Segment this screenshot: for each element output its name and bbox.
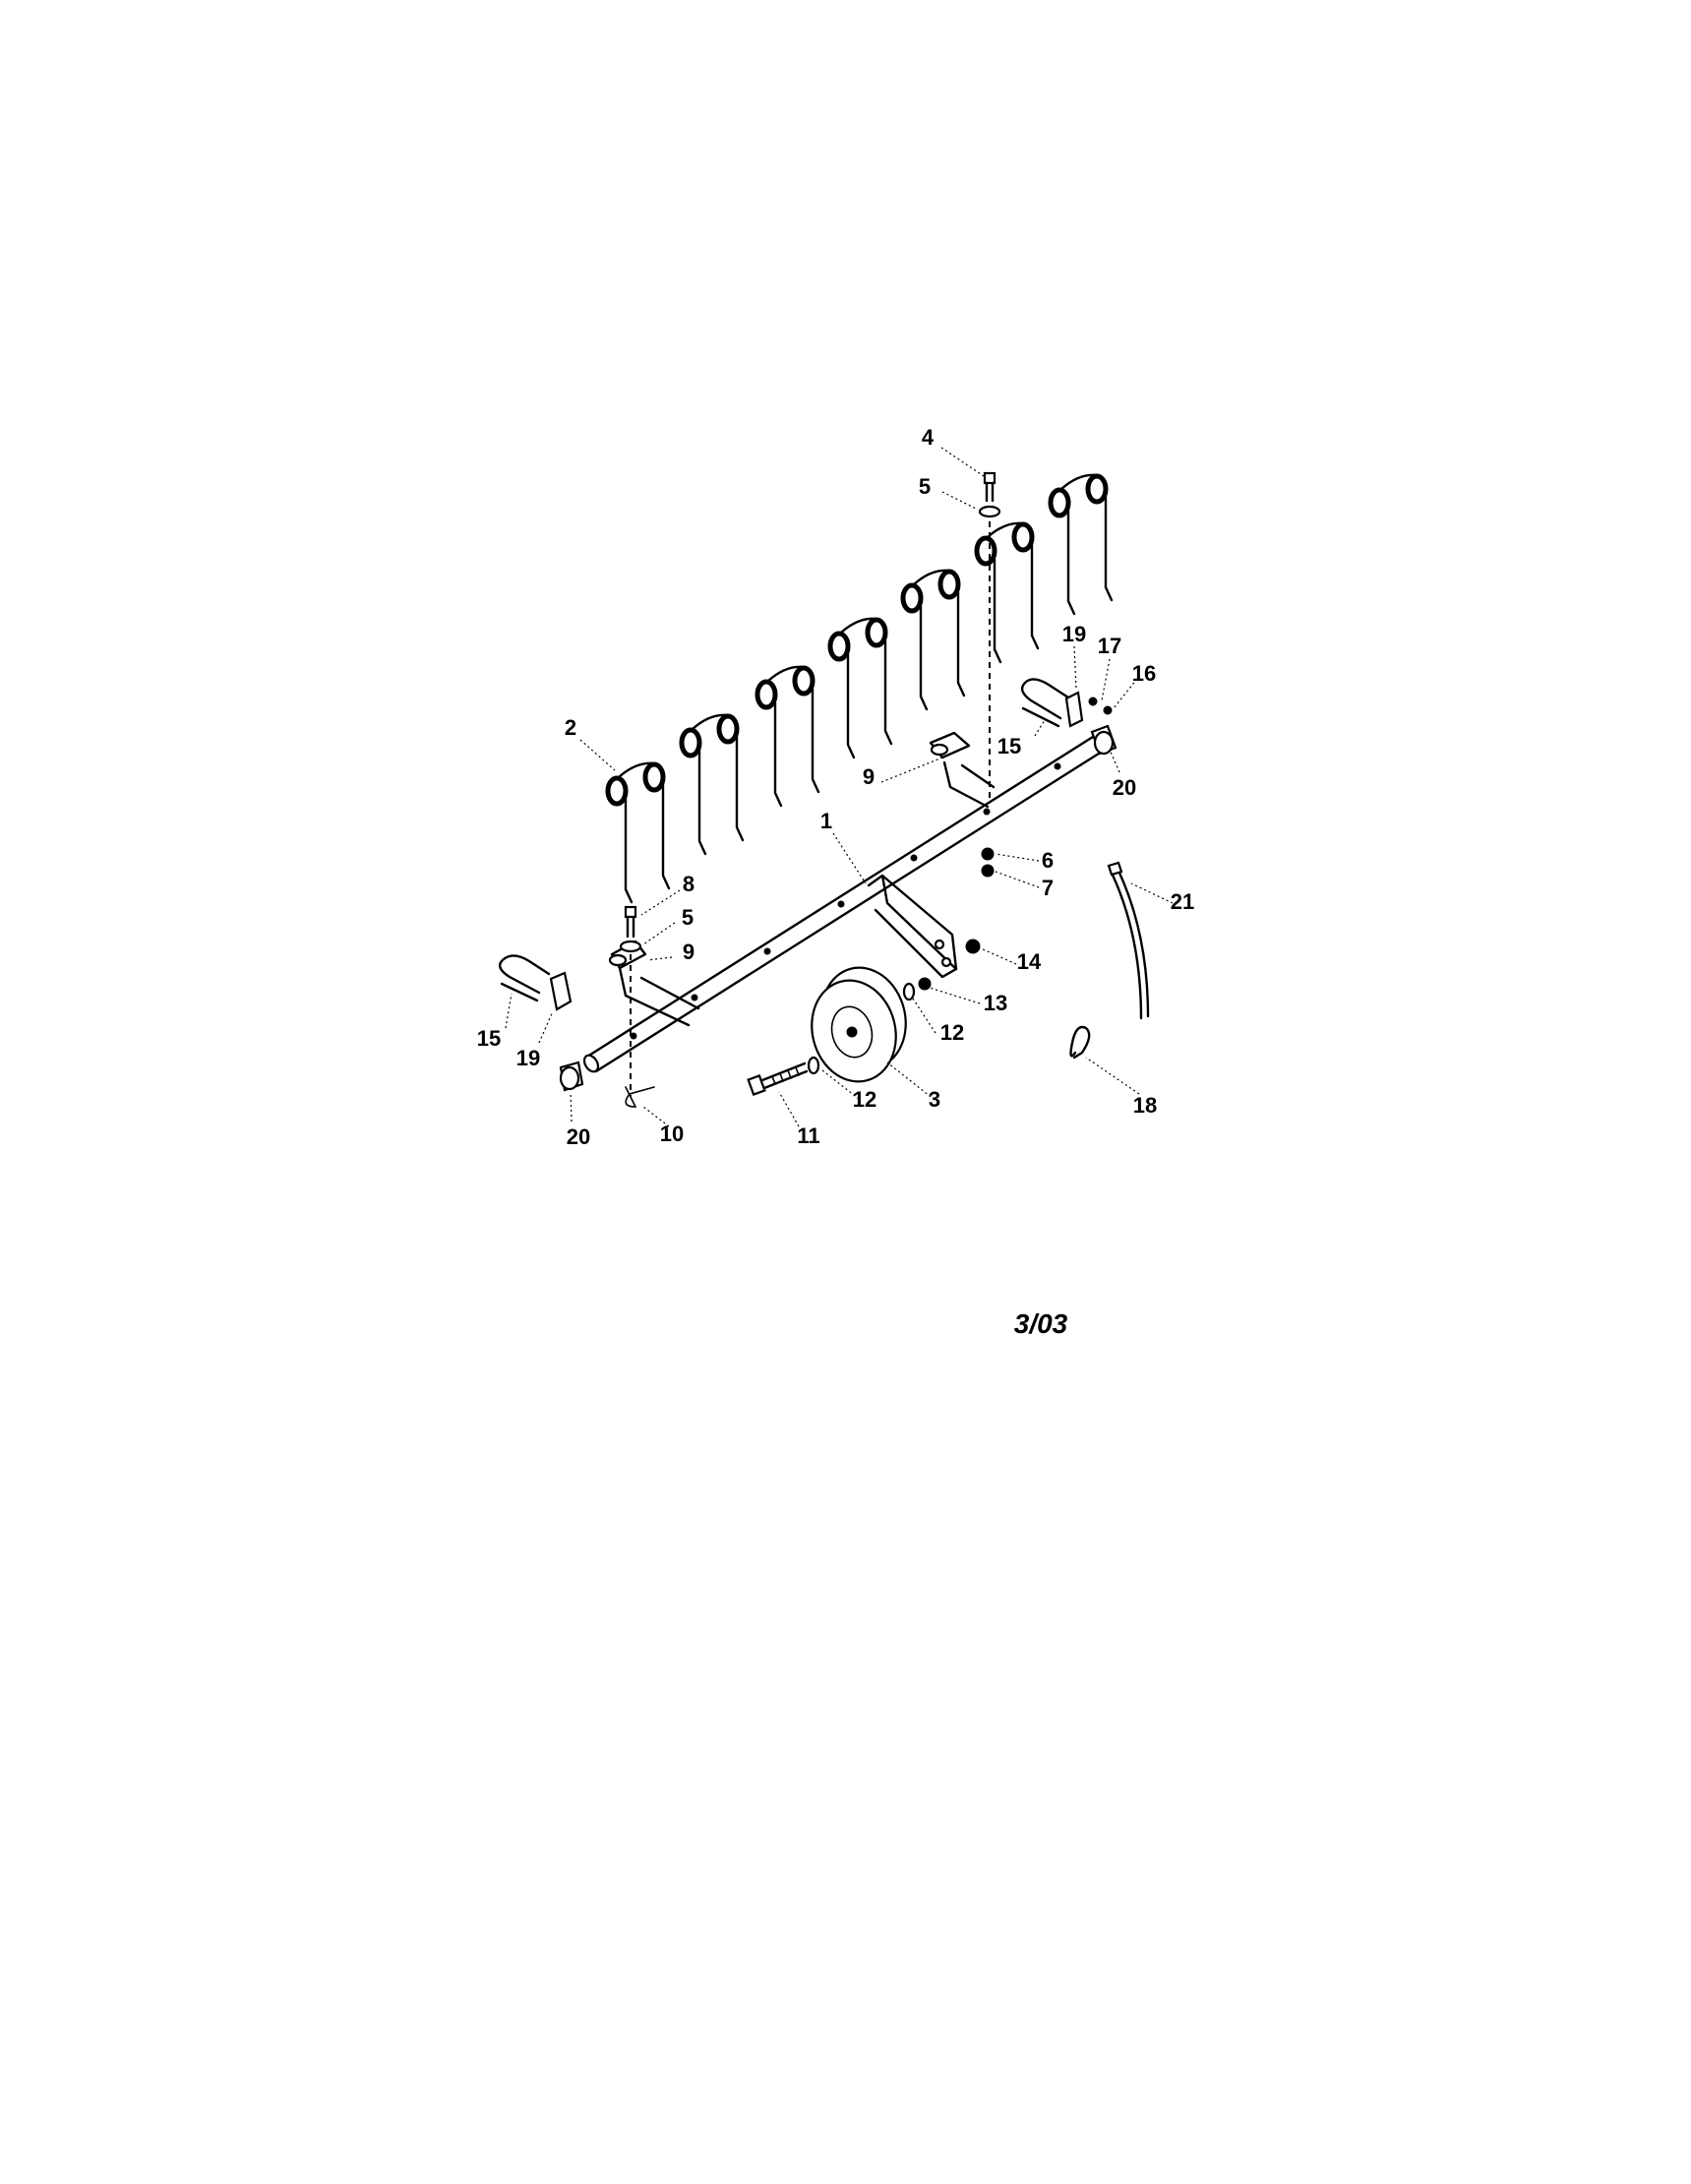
- callout-2: 2: [565, 715, 576, 740]
- callout-5: 5: [919, 474, 931, 499]
- wheel: [811, 966, 907, 1083]
- washer-left: [619, 940, 642, 953]
- bolt-left: [624, 905, 637, 939]
- washer: [902, 982, 916, 1001]
- spring-tine: [977, 523, 1038, 662]
- callout-4: 4: [922, 425, 935, 450]
- callout-14: 14: [1017, 949, 1042, 974]
- nut-7: [981, 864, 995, 878]
- spring-tines: [608, 475, 1112, 902]
- hitch-bracket-left: [608, 940, 700, 1027]
- callout-20: 20: [1113, 775, 1136, 800]
- spring-tine: [757, 667, 818, 806]
- wheel-bracket: [867, 874, 958, 979]
- callout-7: 7: [1042, 876, 1054, 900]
- nut: [965, 939, 981, 954]
- spring-tine: [830, 619, 891, 758]
- callout-1: 1: [820, 809, 832, 833]
- callout-17: 17: [1098, 634, 1121, 658]
- callout-19: 19: [1062, 622, 1086, 646]
- callout-19: 19: [516, 1046, 540, 1070]
- spring-tine: [1051, 475, 1112, 614]
- callout-9: 9: [683, 940, 695, 964]
- callout-8: 8: [683, 872, 695, 896]
- axle-bolt: [747, 1062, 809, 1096]
- callout-20: 20: [567, 1124, 590, 1149]
- hitch-pin-clip: [1069, 1025, 1091, 1060]
- washer-top: [978, 505, 1001, 518]
- callout-13: 13: [984, 991, 1007, 1015]
- washer: [807, 1056, 820, 1075]
- washer-17: [1103, 705, 1113, 715]
- clamp-plate-left: [549, 971, 573, 1011]
- u-bolt-left: [498, 954, 551, 1002]
- callout-15: 15: [997, 734, 1021, 758]
- callout-6: 6: [1042, 848, 1054, 873]
- callout-12: 12: [853, 1087, 876, 1112]
- spring-tine: [903, 571, 964, 709]
- clamp-plate-right: [1064, 691, 1084, 728]
- callout-11: 11: [797, 1123, 819, 1148]
- end-cap-left: [559, 1061, 584, 1092]
- callout-21: 21: [1171, 889, 1194, 914]
- callout-5: 5: [682, 905, 694, 930]
- bolt-top: [983, 471, 996, 503]
- clip-pin: [625, 1086, 655, 1108]
- nut-6: [981, 847, 995, 861]
- lock-nut: [918, 977, 932, 991]
- u-bolt-right: [1020, 678, 1070, 728]
- callout-3: 3: [929, 1087, 940, 1112]
- callout-16: 16: [1132, 661, 1156, 686]
- spring-tine: [682, 715, 743, 854]
- callouts: 4 5 2 19 17 16 15 20 9 1 6 7 21 8 5 9 14…: [477, 425, 1194, 1149]
- hitch-bracket-right: [929, 731, 996, 809]
- nut-16: [1088, 697, 1098, 706]
- callout-18: 18: [1133, 1093, 1157, 1118]
- end-cap-right: [1090, 724, 1117, 756]
- hitch-rod: [1109, 867, 1150, 1020]
- callout-10: 10: [660, 1122, 684, 1146]
- callout-9: 9: [863, 764, 875, 789]
- hitch-rod-end: [1107, 861, 1123, 877]
- callout-12: 12: [940, 1020, 964, 1045]
- spring-tine: [608, 763, 669, 902]
- revision-date: 3/03: [1014, 1308, 1068, 1339]
- callout-15: 15: [477, 1026, 501, 1051]
- leader-lines: [505, 447, 1174, 1127]
